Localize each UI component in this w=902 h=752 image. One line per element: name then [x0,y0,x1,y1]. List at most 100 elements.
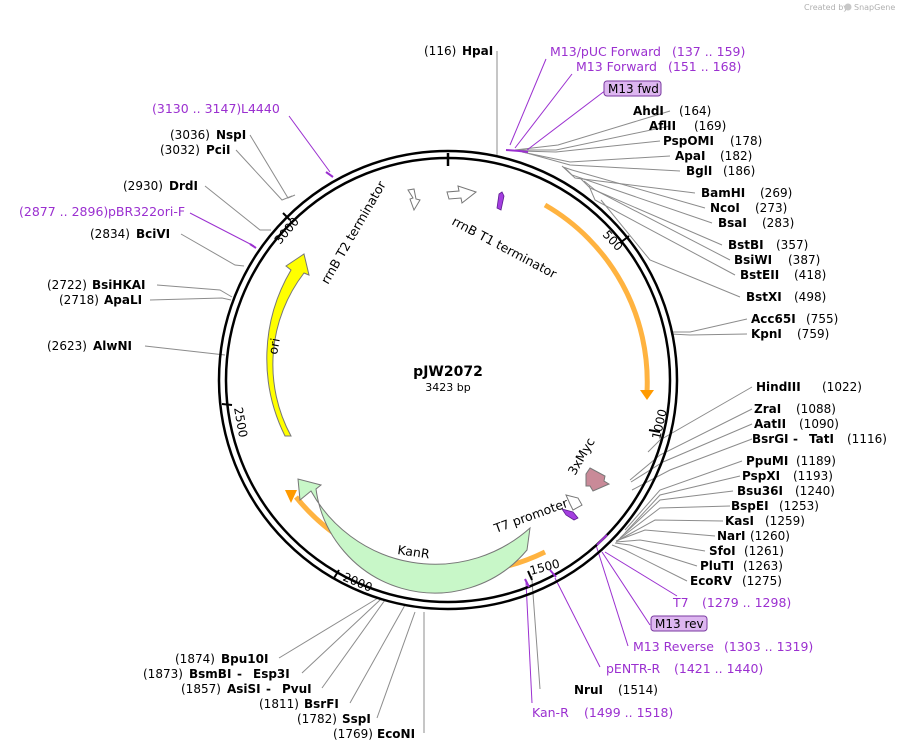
enzyme-pos: (1022) [822,380,862,394]
enzyme-name: PluTI [700,559,734,573]
enzyme-name: ApaLI [104,293,142,307]
enzyme-name: BciVI [136,227,170,241]
enzyme-pos: (1514) [618,683,658,697]
orf-arc-2-arrowhead [285,490,297,503]
kanr-feature [297,478,531,594]
enzyme-name: SfoI [709,544,736,558]
enzyme-name: NarI [717,529,746,543]
primer-name: T7 [672,595,689,610]
enzyme-name: BsmBI [189,667,231,681]
myc-feature [585,467,611,492]
primer-leader-lines [189,58,678,704]
enzyme-pos: (418) [794,268,826,282]
enzyme-name: KpnI [751,327,782,341]
tick-label: 1000 [649,408,670,441]
enzyme-name: Bpu10I [221,652,268,666]
credit-text: Created by [804,3,848,12]
enzyme-name: BsiWI [734,253,772,267]
enzyme-pos: (2718) [59,293,99,307]
enzyme-pos: (498) [794,290,826,304]
enzyme-pos: (1260) [750,529,790,543]
primer-range: (1303 .. 1319) [724,639,813,654]
enzyme-name: BstEII [740,268,779,282]
primer-labels: M13/pUC Forward (137 .. 159) M13 Forward… [19,44,813,720]
enzyme-name: KasI [725,514,754,528]
enzyme-name: AhdI [633,104,664,118]
enzyme-sep: - [237,667,242,681]
primer-name: pENTR-R [606,661,661,676]
enzyme-name: NspI [216,128,246,142]
enzyme-pos: (387) [788,253,820,267]
enzyme-pos: (182) [720,149,752,163]
enzyme-name: AsiSI [227,682,261,696]
enzyme-name: BsiHKAI [92,278,146,292]
primer-name: M13 Forward [576,59,657,74]
enzyme-name: AflII [649,119,676,133]
enzyme-pos: (164) [679,104,711,118]
primer-range: (1499 .. 1518) [584,705,673,720]
enzyme-pos: (116) [424,44,456,58]
enzyme-pos: (2722) [47,278,87,292]
enzyme-pos: (2834) [90,227,130,241]
kanr-label: KanR [397,542,431,561]
snapgene-logo-icon [844,3,852,11]
primer-range: (1421 .. 1440) [674,661,763,676]
primer-name: pBR322ori-F [108,204,185,219]
enzyme-pos: (1189) [796,454,836,468]
enzyme-name: PpuMI [746,454,788,468]
enzyme-name: Esp3I [253,667,290,681]
tick-label: 2500 [231,406,250,439]
enzyme-pos: (357) [776,238,808,252]
enzyme-pos: (3032) [160,143,200,157]
enzyme-name: PciI [206,143,231,157]
primer-range: (3130 .. 3147) [152,101,241,116]
enzyme-name: Bsu36I [737,484,783,498]
enzyme-name: BsaI [718,216,747,230]
enzyme-sep: - [266,682,271,696]
enzyme-name: BspEI [731,499,769,513]
primer-arrow-bottom [561,508,579,521]
orf-arc-1-arrowhead [640,390,654,400]
enzyme-pos: (1090) [799,417,839,431]
backbone-outer [217,149,679,611]
enzyme-pos: (1782) [297,712,337,726]
enzyme-pos: (1116) [847,432,887,446]
enzyme-name: TatI [809,432,834,446]
plasmid-length: 3423 bp [425,381,470,394]
enzyme-name: AlwNI [93,339,132,353]
enzyme-name: HindIII [756,380,801,394]
enzyme-name: Acc65I [751,312,796,326]
m13-rev-label: M13 rev [655,617,704,631]
enzyme-pos: (2930) [123,179,163,193]
primer-arrow-top [496,191,505,211]
enzyme-pos: (3036) [170,128,210,142]
enzyme-name: BglI [686,164,712,178]
primer-name: Kan-R [532,705,569,720]
enzyme-pos: (1275) [742,574,782,588]
brand-text: SnapGene [854,3,895,12]
enzyme-name: NruI [574,683,603,697]
enzyme-name: BsrGI [752,432,789,446]
m13-rev-box [650,615,708,632]
enzyme-pos: (2623) [47,339,87,353]
enzyme-pos: (1857) [181,682,221,696]
ori-label: ori [265,337,283,356]
enzyme-name: BamHI [701,186,745,200]
enzyme-name: ApaI [675,149,705,163]
enzyme-pos: (283) [762,216,794,230]
enzyme-pos: (1873) [143,667,183,681]
snapgene-credit: Created by SnapGene [804,3,895,12]
enzyme-pos: (186) [723,164,755,178]
enzyme-pos: (755) [806,312,838,326]
rrnb-t1-label: rrnB T1 terminator [450,213,560,281]
enzyme-pos: (169) [694,119,726,133]
enzyme-pos: (1253) [779,499,819,513]
ori-feature [266,253,310,437]
enzyme-name: PvuI [282,682,312,696]
scale-ticks [221,212,661,581]
rrnb-t1-feature [446,185,478,204]
enzyme-name: PspOMI [663,134,714,148]
t7-promoter-label: T7 promoter [491,495,571,536]
enzyme-name: ZraI [754,402,781,416]
